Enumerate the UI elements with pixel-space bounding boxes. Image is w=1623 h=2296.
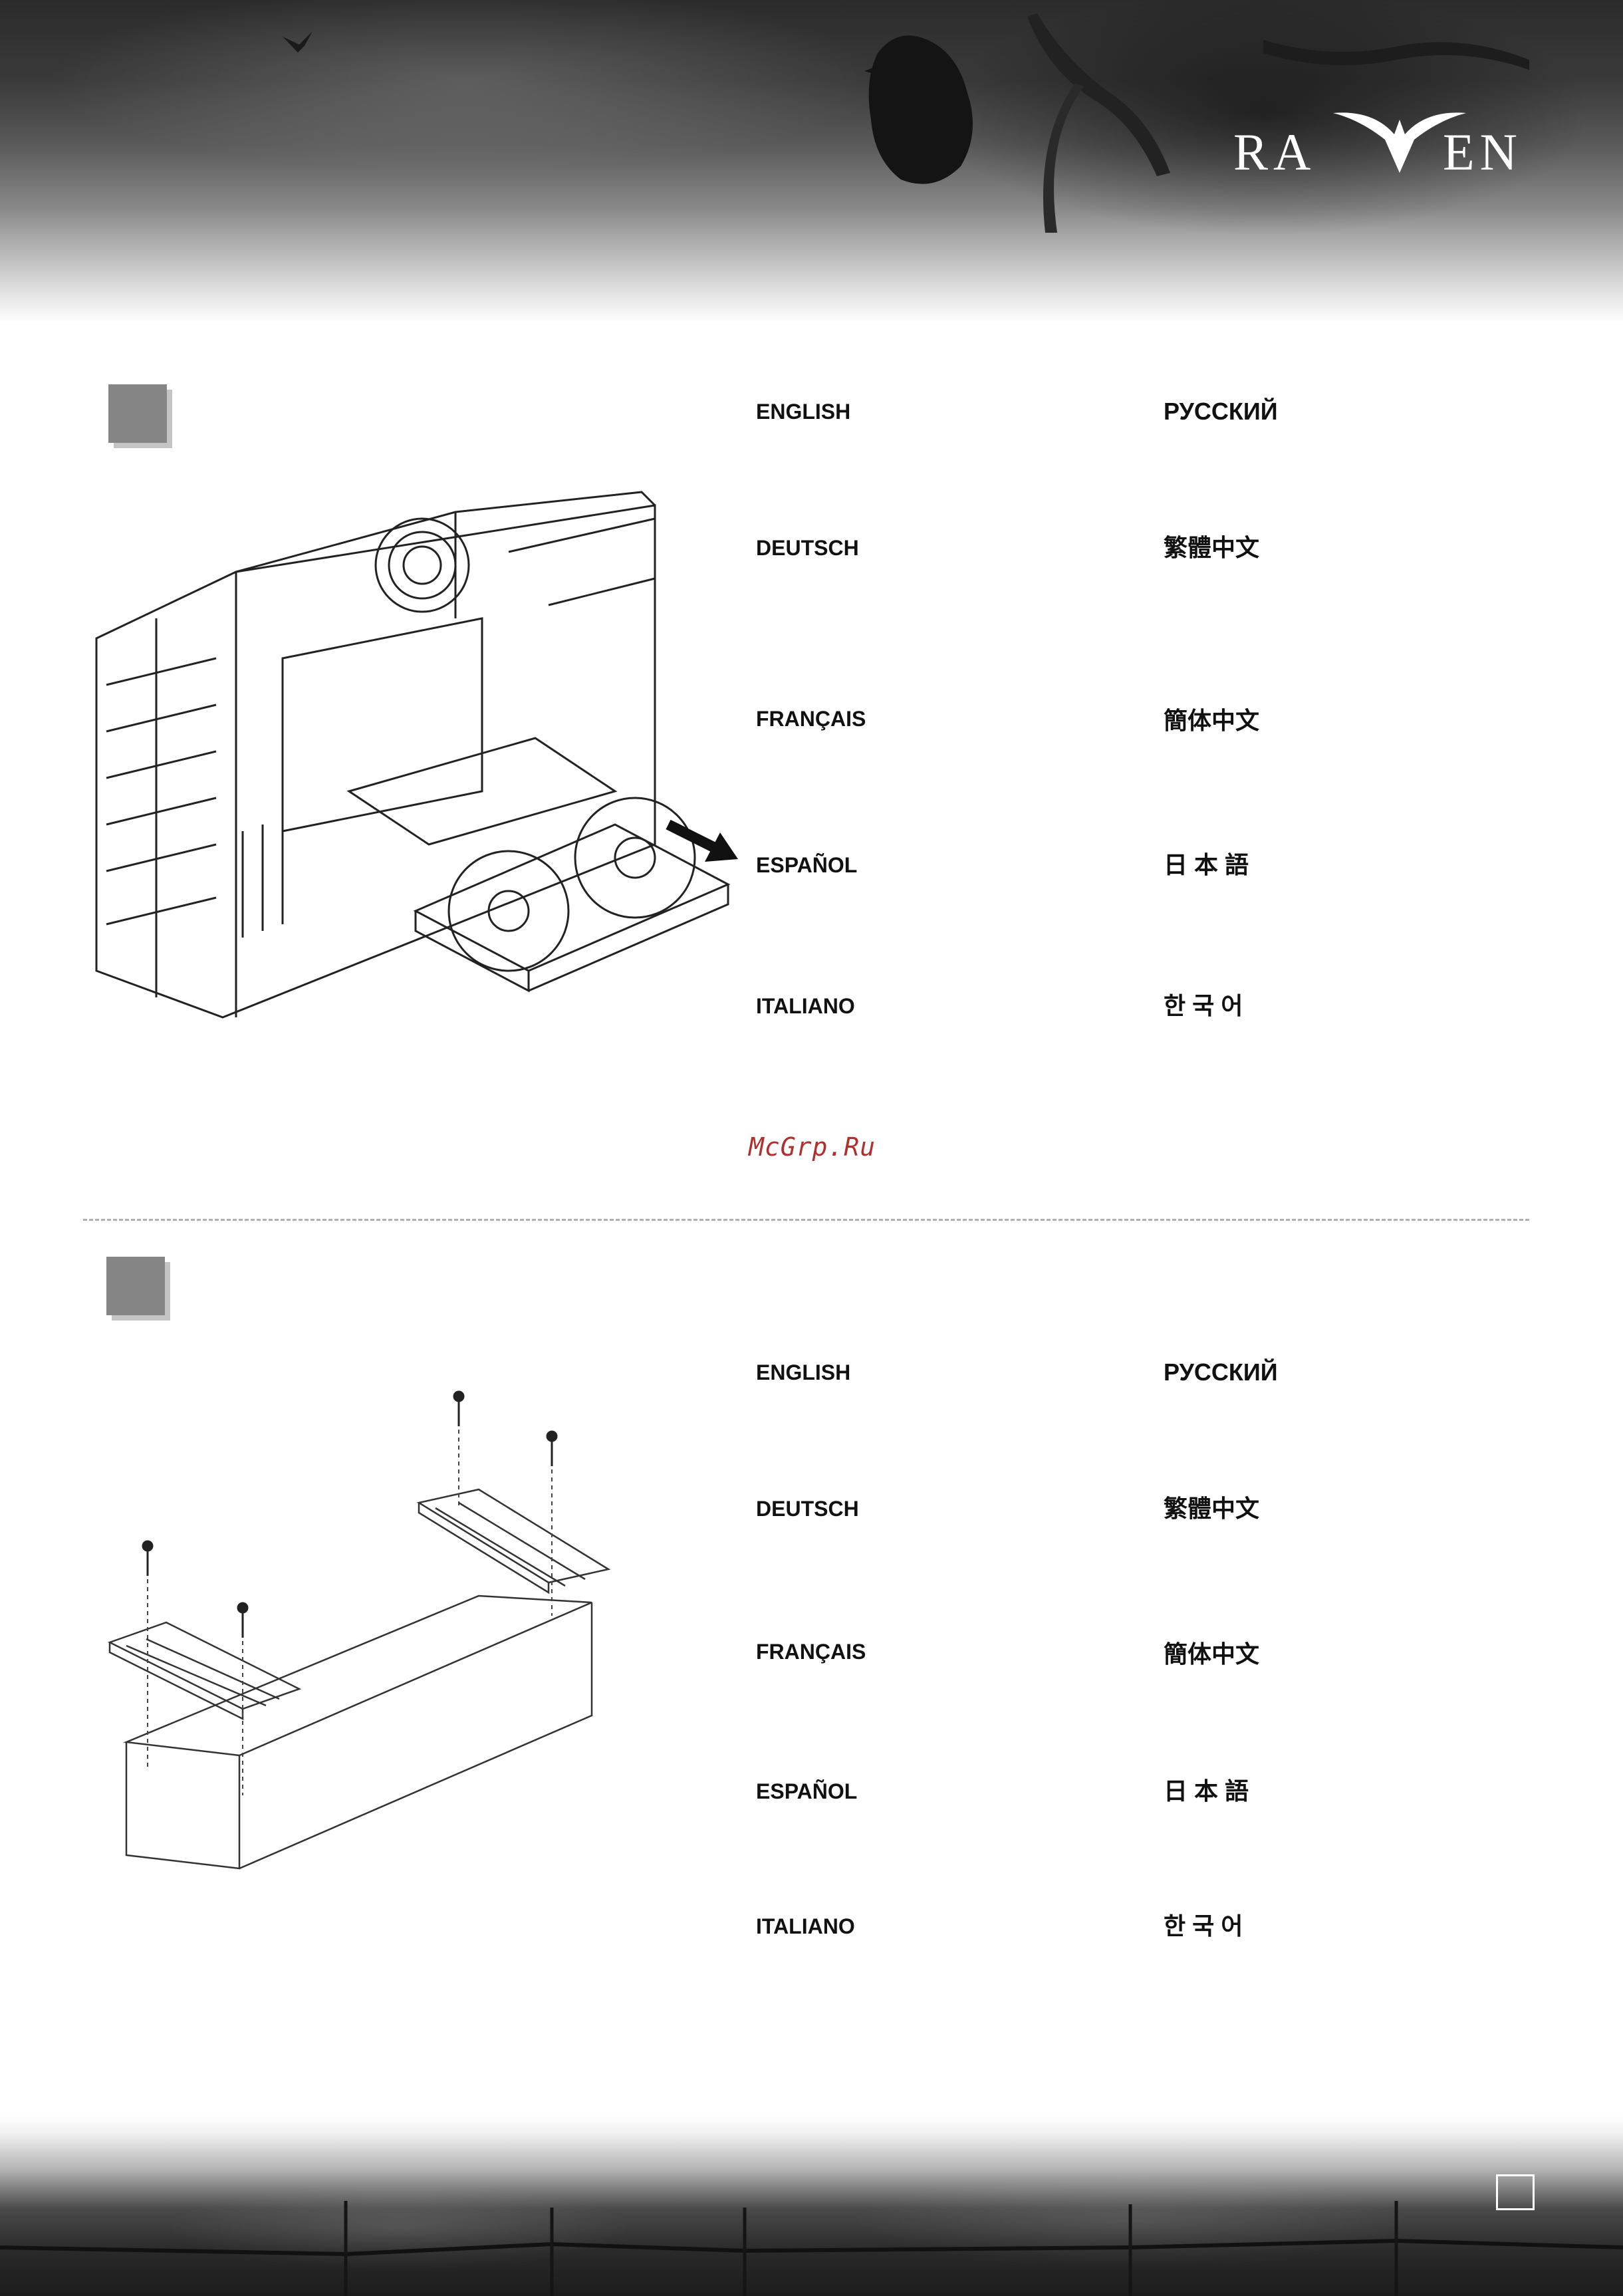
lang-label-russian: РУССКИЙ [1164, 400, 1278, 424]
lang-label-simplified-chinese: 簡体中文 [1164, 709, 1259, 733]
lang-label-japanese-2: 日 本 語 [1164, 1779, 1249, 1803]
lang-label-espanol-2: ESPAÑOL [756, 1781, 857, 1802]
case-fan-removal-illustration [83, 419, 748, 1031]
feet-installation-illustration [106, 1383, 625, 1875]
logo-text-left: RA [1233, 126, 1316, 178]
lang-label-traditional-chinese-2: 繁體中文 [1164, 1497, 1259, 1521]
section-2-marker [106, 1257, 165, 1315]
lang-label-english-2: ENGLISH [756, 1362, 850, 1383]
lang-label-italiano-2: ITALIANO [756, 1916, 855, 1937]
lang-label-russian-2: РУССКИЙ [1164, 1360, 1278, 1384]
lang-label-japanese: 日 本 語 [1164, 853, 1249, 877]
footer-banner [0, 2114, 1623, 2296]
lang-label-espanol: ESPAÑOL [756, 854, 857, 876]
logo-text-right: EN [1443, 126, 1523, 178]
lang-label-traditional-chinese: 繁體中文 [1164, 536, 1259, 560]
brand-logo: RA EN [1233, 93, 1533, 180]
header-banner: RA EN [0, 0, 1623, 322]
watermark: McGrp.Ru [749, 1132, 876, 1162]
lang-label-simplified-chinese-2: 簡体中文 [1164, 1642, 1259, 1666]
lang-label-korean: 한 국 어 [1164, 994, 1243, 1018]
lang-label-deutsch: DEUTSCH [756, 537, 859, 559]
lang-label-francais-2: FRANÇAIS [756, 1641, 866, 1662]
lang-label-korean-2: 한 국 어 [1164, 1914, 1243, 1938]
stone-wall-graphic [0, 2114, 1623, 2296]
page-number-box [1496, 2174, 1535, 2210]
lang-label-italiano: ITALIANO [756, 995, 855, 1017]
lang-label-deutsch-2: DEUTSCH [756, 1498, 859, 1519]
lang-label-francais: FRANÇAIS [756, 708, 866, 729]
section-divider [83, 1219, 1529, 1221]
lang-label-english: ENGLISH [756, 401, 850, 422]
